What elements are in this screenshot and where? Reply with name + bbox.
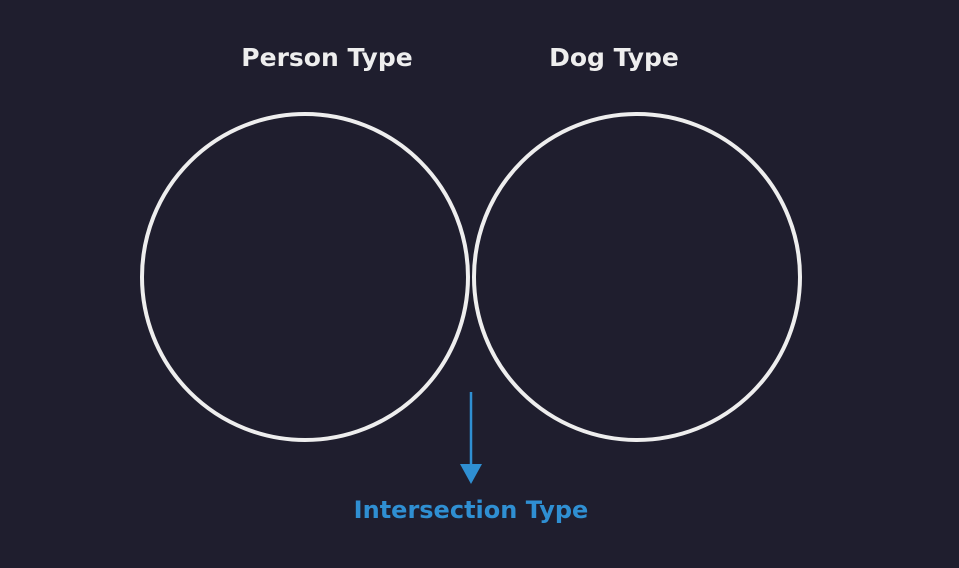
person-type-circle — [140, 112, 470, 442]
dog-type-circle — [472, 112, 802, 442]
dog-type-label: Dog Type — [549, 43, 679, 72]
person-type-label: Person Type — [241, 43, 412, 72]
intersection-type-label: Intersection Type — [354, 496, 589, 524]
arrow-head — [460, 464, 482, 484]
intersection-arrow — [460, 392, 482, 484]
